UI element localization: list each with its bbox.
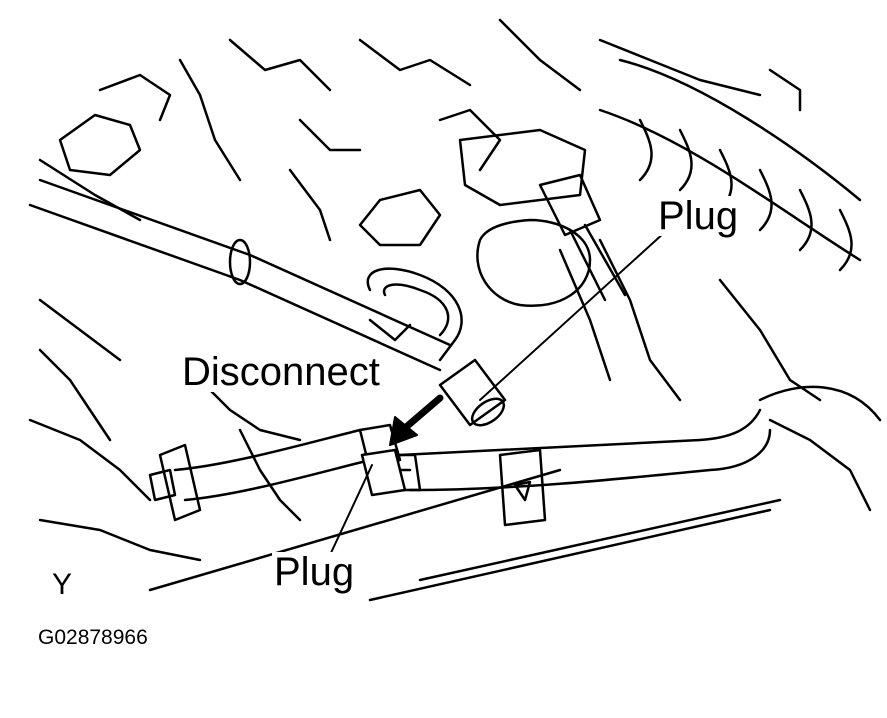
disconnect-arrow [389, 394, 444, 446]
intake-duct [598, 58, 862, 272]
plug-bottom [360, 448, 407, 497]
plug-top [438, 358, 507, 427]
loop-hose [366, 267, 463, 362]
plug-label-bottom: Plug [272, 550, 357, 594]
engine-background-lines [28, 18, 872, 562]
upper-pipe [28, 178, 452, 372]
hose-clamp-right [498, 448, 547, 527]
disconnect-label: Disconnect [180, 350, 382, 394]
lower-hose-right [363, 408, 772, 492]
view-letter: Y [52, 568, 73, 601]
plug-label-top: Plug [656, 194, 741, 238]
hose-clamp-left [148, 443, 202, 522]
leader-lines [329, 231, 666, 556]
vsv-valve [476, 173, 627, 308]
figure-id: G02878966 [38, 626, 148, 649]
engine-base-lines [148, 385, 882, 602]
